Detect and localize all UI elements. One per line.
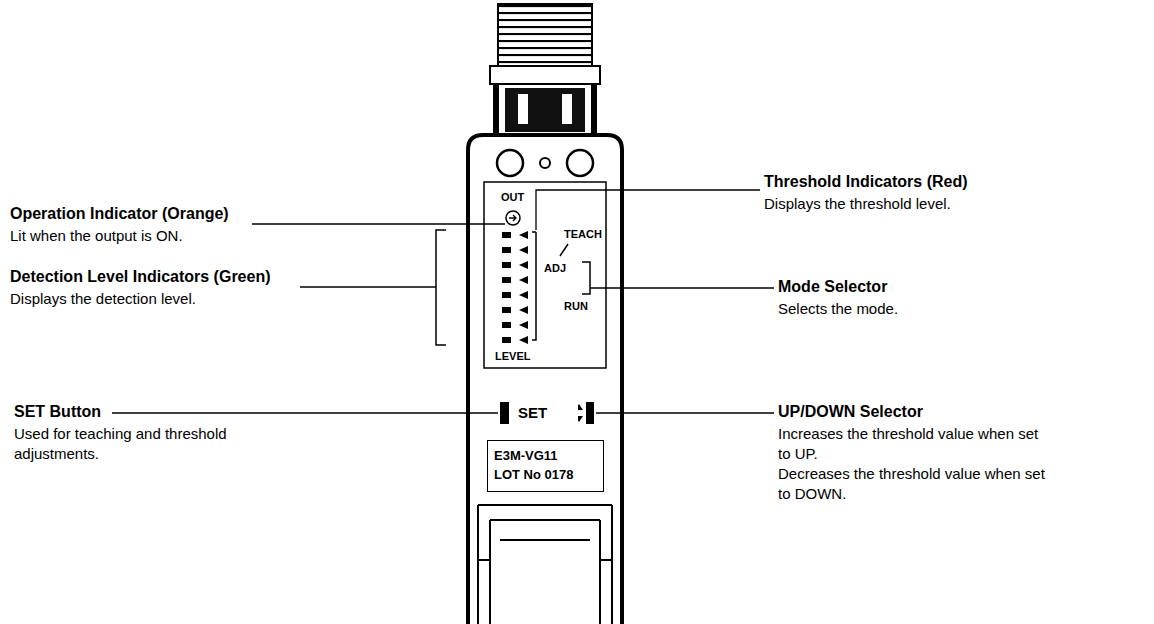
part-description: Decreases the threshold value when set t… — [778, 464, 1048, 504]
threshold-mark — [519, 231, 528, 239]
threshold-mark — [519, 291, 528, 299]
mode-selector — [582, 262, 590, 294]
connector-neck — [505, 88, 585, 132]
level-bar — [502, 277, 511, 283]
level-bar — [502, 307, 511, 313]
threshold-mark — [519, 261, 528, 269]
operation-indicator — [506, 211, 520, 225]
part-description: Displays the detection level. — [10, 289, 196, 309]
part-description: Selects the mode. — [778, 299, 898, 319]
updown-selector — [586, 402, 594, 424]
connector-thread — [498, 4, 592, 66]
mounting-clip — [478, 505, 612, 624]
sticker-text: E3M-VG11 — [494, 446, 597, 465]
part-name: SET Button — [14, 402, 101, 422]
threshold-mark — [519, 276, 528, 284]
panel-text: OUT — [500, 191, 525, 203]
set-button — [500, 402, 509, 424]
part-name: Mode Selector — [778, 277, 887, 297]
part-name: Operation Indicator (Orange) — [10, 204, 229, 224]
level-bar — [502, 262, 511, 268]
sensor-housing — [468, 135, 622, 624]
leader-lines — [112, 190, 774, 413]
threshold-mark — [519, 306, 528, 314]
part-name: UP/DOWN Selector — [778, 402, 923, 422]
button-label: SET — [512, 401, 578, 425]
button-text: SET — [518, 403, 572, 422]
level-indicators — [502, 231, 528, 344]
level-bar — [502, 247, 511, 253]
level-bar — [502, 232, 511, 238]
indicator-panel — [484, 182, 606, 368]
threshold-mark — [519, 321, 528, 329]
level-bar — [502, 322, 511, 328]
panel-text: LEVEL — [494, 350, 531, 362]
part-description: Displays the threshold level. — [764, 194, 951, 214]
bracket — [436, 230, 446, 345]
part-name: Threshold Indicators (Red) — [764, 172, 968, 192]
model-sticker: E3M-VG11LOT No 0178 — [487, 440, 604, 492]
part-description: Lit when the output is ON. — [10, 226, 183, 246]
part-description: Increases the threshold value when set t… — [778, 424, 1048, 464]
threshold-mark — [519, 246, 528, 254]
threshold-mark — [519, 336, 528, 344]
sticker-text: LOT No 0178 — [494, 465, 597, 484]
part-description: Used for teaching and threshold adjustme… — [14, 424, 274, 464]
panel-text: RUN — [563, 300, 589, 312]
panel-text: ADJ — [543, 262, 567, 274]
connector-nut — [490, 66, 600, 84]
level-bar — [502, 337, 511, 343]
panel-text: TEACH — [563, 228, 603, 240]
part-name: Detection Level Indicators (Green) — [10, 267, 271, 287]
level-bar — [502, 292, 511, 298]
